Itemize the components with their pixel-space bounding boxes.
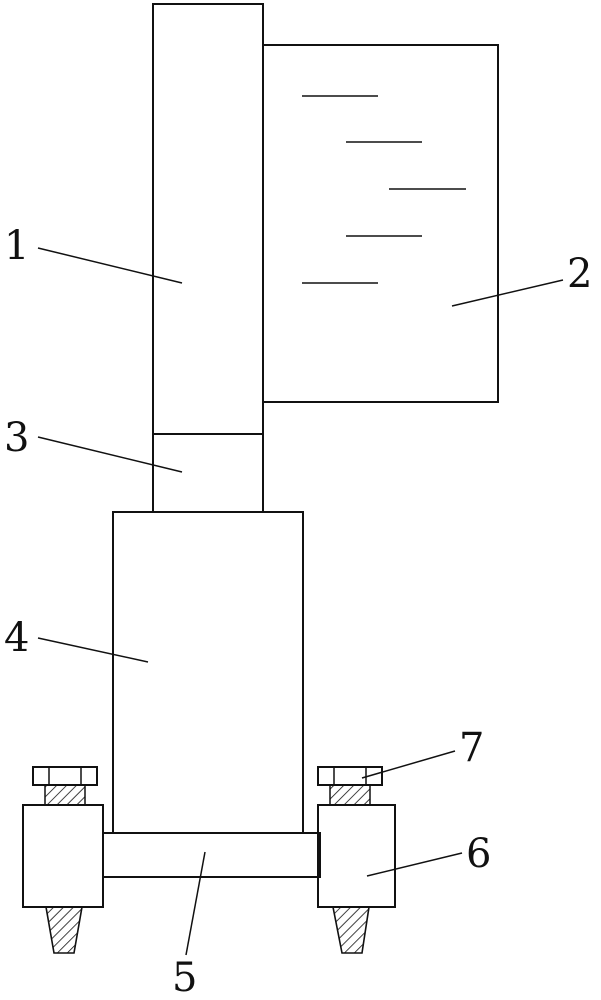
right-bolt-thread [329, 784, 371, 806]
leader-4 [37, 637, 149, 663]
left-clamp-block [22, 804, 104, 908]
left-bolt-head [32, 766, 98, 786]
pole [152, 3, 264, 435]
leader-3 [37, 436, 183, 473]
leader-2 [451, 279, 564, 307]
left-foot [22, 766, 104, 954]
leader-1 [37, 247, 183, 284]
label-3: 3 [4, 415, 29, 461]
leader-5 [185, 851, 206, 956]
label-7: 7 [459, 725, 484, 771]
leader-6 [366, 852, 463, 877]
label-6: 6 [466, 831, 491, 877]
scale-panel [262, 44, 499, 403]
label-4: 4 [4, 615, 29, 661]
right-clamp-block [317, 804, 396, 908]
right-bolt-head [317, 766, 383, 786]
right-foot [317, 766, 396, 954]
main-body [112, 511, 304, 834]
label-5: 5 [172, 955, 197, 1000]
leader-7 [361, 750, 456, 779]
label-1: 1 [4, 223, 29, 269]
right-spike [332, 906, 370, 954]
left-spike [45, 906, 83, 954]
scale-marks [302, 95, 466, 284]
left-bolt-thread [44, 784, 86, 806]
connector [152, 433, 264, 513]
label-2: 2 [567, 251, 592, 297]
base-bar [102, 832, 321, 878]
